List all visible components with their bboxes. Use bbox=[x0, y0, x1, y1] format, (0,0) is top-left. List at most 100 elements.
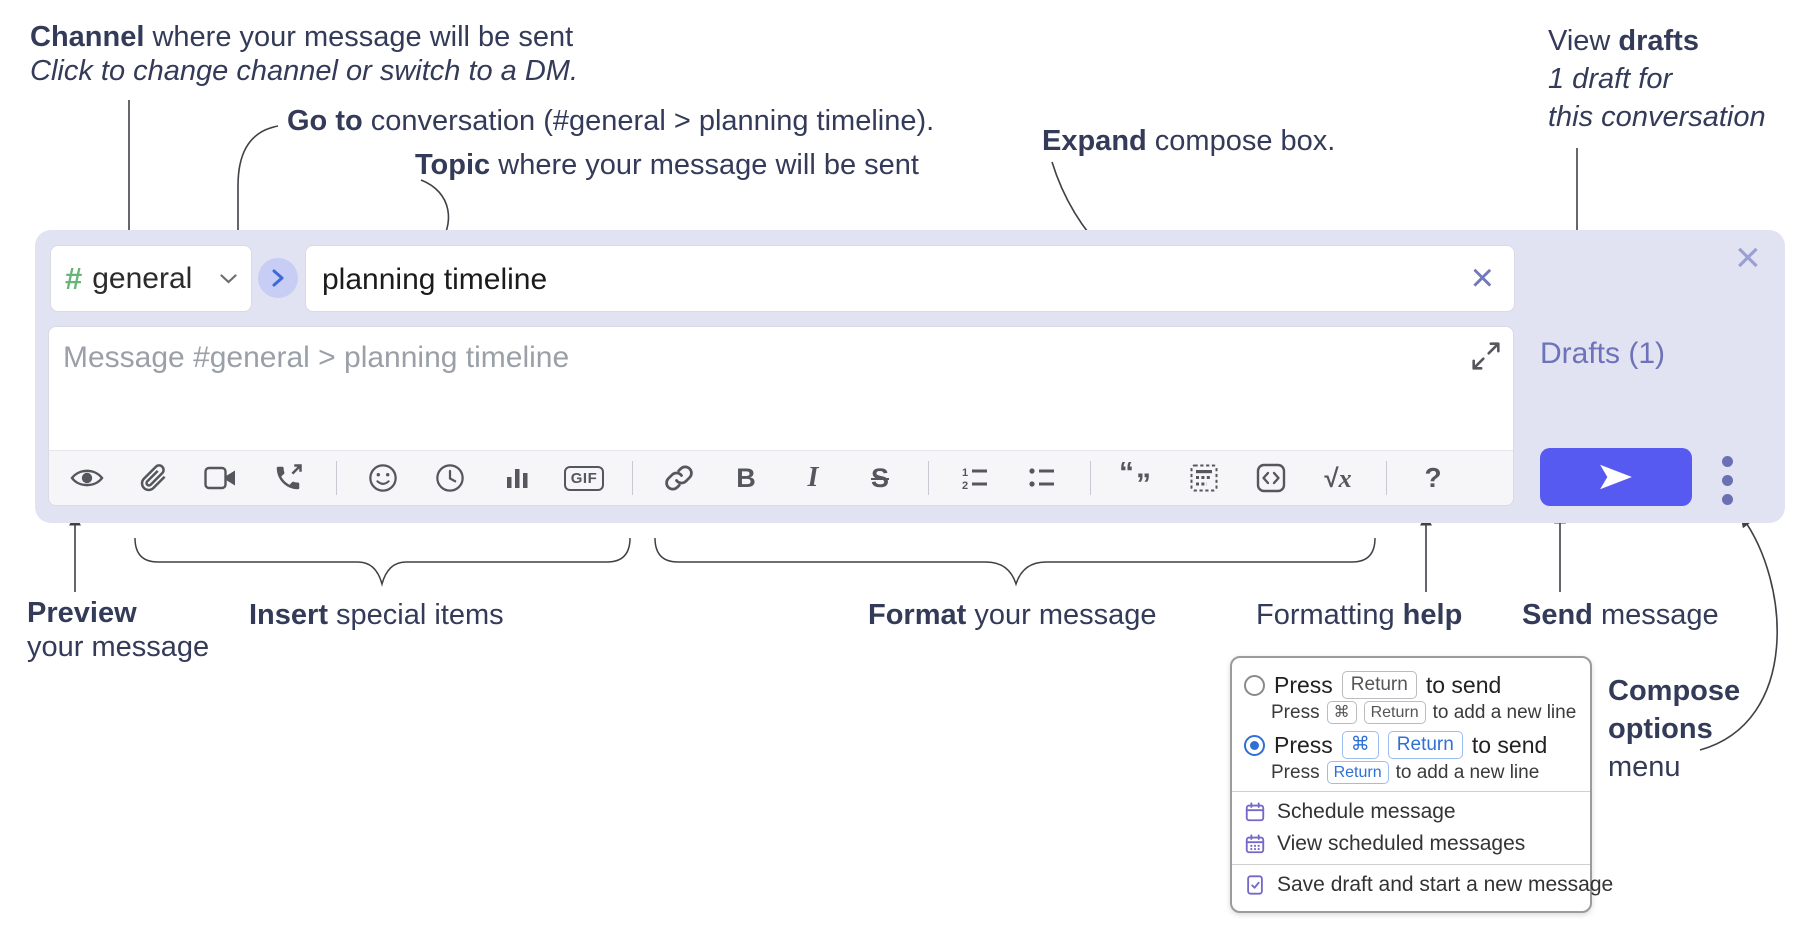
annotation-goto: Go to conversation (#general > planning … bbox=[287, 104, 934, 138]
menu-item-label: View scheduled messages bbox=[1277, 832, 1526, 855]
chevron-right-icon bbox=[272, 269, 284, 287]
return-key: Return bbox=[1326, 761, 1389, 784]
menu-item-schedule-message[interactable]: Schedule message bbox=[1244, 800, 1578, 824]
go-to-conversation-button[interactable] bbox=[258, 258, 298, 298]
annotation-goto-bold: Go to bbox=[287, 105, 363, 137]
italic-label: I bbox=[807, 462, 819, 493]
expand-compose-icon[interactable] bbox=[1471, 341, 1501, 371]
sqrt-glyph: √ bbox=[1324, 462, 1339, 493]
annotation-view-drafts-pre: View bbox=[1548, 25, 1619, 57]
toolbar-divider bbox=[928, 461, 929, 495]
annotation-send-bold: Send bbox=[1522, 599, 1593, 631]
close-compose-icon[interactable]: × bbox=[1735, 233, 1761, 282]
annotation-topic-bold: Topic bbox=[415, 149, 491, 181]
svg-text:1: 1 bbox=[962, 467, 968, 479]
option2-press: Press bbox=[1274, 731, 1333, 758]
preview-icon[interactable] bbox=[65, 457, 109, 499]
return-key: Return bbox=[1341, 671, 1417, 699]
option-cmd-return-to-send[interactable]: Press ⌘ Return to send bbox=[1244, 731, 1578, 759]
annotation-preview: Preview your message bbox=[27, 596, 209, 664]
poll-icon[interactable] bbox=[495, 457, 539, 499]
start-voice-call-icon[interactable] bbox=[266, 457, 310, 499]
quote-icon[interactable]: “” bbox=[1115, 457, 1159, 499]
bulleted-list-icon[interactable] bbox=[1020, 457, 1064, 499]
topic-input-box: × bbox=[305, 245, 1515, 313]
bold-icon[interactable]: B bbox=[724, 457, 768, 499]
gif-label: GIF bbox=[563, 465, 605, 491]
strikethrough-icon[interactable]: S bbox=[858, 457, 902, 499]
toolbar-divider bbox=[336, 461, 337, 495]
menu-item-label: Save draft and start a new message bbox=[1277, 873, 1614, 896]
radio-selected-icon[interactable] bbox=[1244, 734, 1265, 756]
channel-selector[interactable]: # general bbox=[50, 245, 252, 312]
annotation-help-pre: Formatting bbox=[1256, 599, 1403, 631]
channel-hash-icon: # bbox=[65, 260, 83, 296]
bold-label: B bbox=[736, 462, 756, 493]
menu-item-save-draft[interactable]: Save draft and start a new message bbox=[1244, 873, 1613, 897]
code-icon[interactable] bbox=[1249, 457, 1293, 499]
popup-divider bbox=[1232, 864, 1590, 865]
toolbar-divider bbox=[1090, 461, 1091, 495]
annotation-view-drafts-bold: drafts bbox=[1618, 25, 1699, 57]
compose-options-menu-button[interactable] bbox=[1716, 456, 1738, 505]
annotation-help-bold: help bbox=[1402, 599, 1463, 631]
spoiler-icon[interactable] bbox=[1182, 457, 1226, 499]
document-check-icon bbox=[1247, 875, 1263, 895]
annotation-insert: Insert special items bbox=[249, 598, 504, 632]
annotation-compose-options-line3: menu bbox=[1608, 751, 1681, 783]
menu-item-view-scheduled[interactable]: View scheduled messages bbox=[1244, 832, 1578, 856]
annotation-expand-bold: Expand bbox=[1042, 125, 1147, 157]
radio-unselected-icon[interactable] bbox=[1244, 674, 1265, 696]
topic-input[interactable] bbox=[320, 246, 1454, 313]
annotation-format-rest: your message bbox=[966, 599, 1157, 631]
annotation-format-bold: Format bbox=[868, 599, 967, 631]
drafts-link[interactable]: Drafts (1) bbox=[1540, 337, 1666, 370]
toolbar-divider bbox=[1386, 461, 1387, 495]
option1-suffix: to send bbox=[1425, 671, 1502, 698]
svg-text:2: 2 bbox=[962, 480, 968, 491]
calendar-grid-icon bbox=[1245, 834, 1265, 854]
send-button[interactable] bbox=[1540, 448, 1692, 506]
start-video-call-icon[interactable] bbox=[199, 457, 243, 499]
message-area[interactable]: Message #general > planning timeline bbox=[48, 326, 1514, 506]
toolbar-divider bbox=[632, 461, 633, 495]
return-key: Return bbox=[1363, 701, 1426, 724]
option2-sub-press: Press bbox=[1271, 761, 1320, 783]
option2-sub-suffix: to add a new line bbox=[1395, 761, 1540, 783]
option-return-to-send[interactable]: Press Return to send bbox=[1244, 671, 1578, 699]
annotation-channel: Channel where your message will be sent … bbox=[30, 20, 578, 88]
emoji-icon[interactable] bbox=[361, 457, 405, 499]
option2-suffix: to send bbox=[1471, 731, 1548, 758]
help-label: ? bbox=[1424, 462, 1442, 493]
annotation-expand-rest: compose box. bbox=[1146, 125, 1336, 157]
svg-text:”: ” bbox=[1136, 468, 1151, 494]
annotation-format: Format your message bbox=[868, 598, 1157, 632]
annotation-help: Formatting help bbox=[1256, 598, 1462, 632]
return-key: Return bbox=[1387, 731, 1463, 759]
annotation-view-drafts-line2: 1 draft for bbox=[1548, 63, 1673, 95]
italic-icon[interactable]: I bbox=[791, 457, 835, 499]
annotation-channel-bold: Channel bbox=[30, 21, 145, 53]
annotation-preview-line2: your message bbox=[27, 631, 210, 663]
channel-label: general bbox=[92, 261, 193, 295]
dot bbox=[1721, 494, 1733, 505]
time-icon[interactable] bbox=[428, 457, 472, 499]
link-icon[interactable] bbox=[657, 457, 701, 499]
annotation-compose-options-line2: options bbox=[1608, 713, 1713, 745]
svg-text:“: “ bbox=[1119, 462, 1134, 489]
gif-icon[interactable]: GIF bbox=[562, 457, 606, 499]
math-icon[interactable]: √x bbox=[1316, 457, 1360, 499]
attach-file-icon[interactable] bbox=[132, 457, 176, 499]
clear-topic-icon[interactable]: × bbox=[1470, 256, 1494, 300]
option1-sub-press: Press bbox=[1271, 701, 1320, 723]
popup-divider bbox=[1232, 791, 1590, 792]
compose-options-popup: Press Return to send Press ⌘ Return to a… bbox=[1230, 656, 1613, 913]
annotation-topic: Topic where your message will be sent bbox=[415, 148, 919, 182]
option1-sub-suffix: to add a new line bbox=[1432, 701, 1577, 723]
annotation-view-drafts: View drafts 1 draft for this conversatio… bbox=[1548, 22, 1766, 136]
formatting-help-icon[interactable]: ? bbox=[1411, 457, 1455, 499]
option1-press: Press bbox=[1274, 671, 1333, 698]
